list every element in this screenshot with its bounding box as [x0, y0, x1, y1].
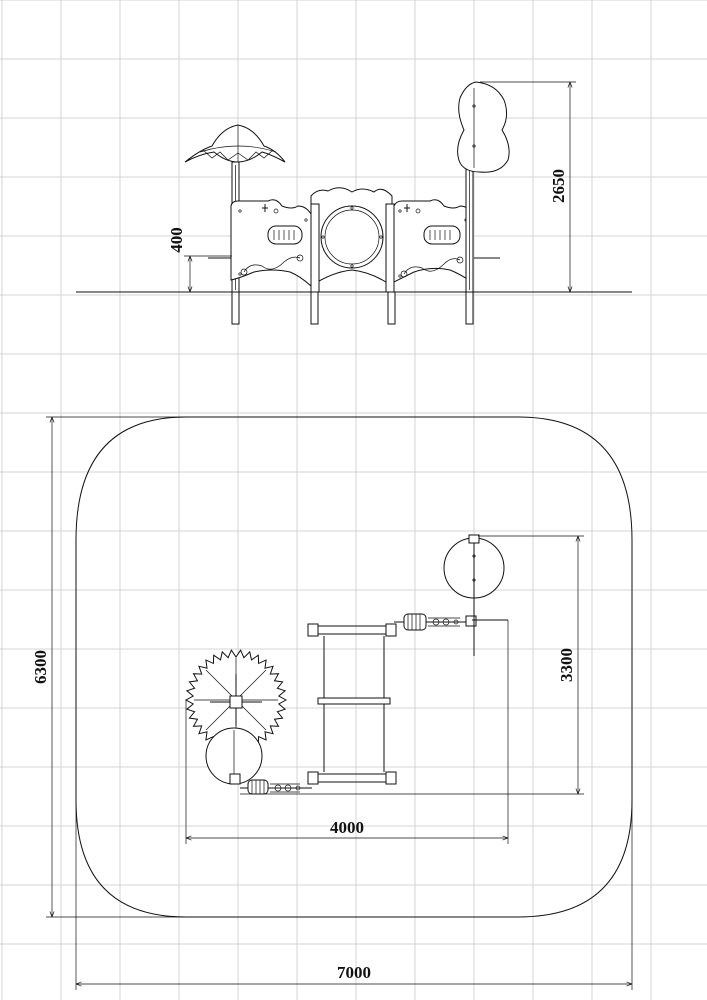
center-tunnel-panel: [310, 187, 395, 293]
dimension-zone-width: 7000: [75, 800, 633, 990]
front-elevation-view: 400 2650: [76, 81, 632, 325]
dimension-label-7000: 7000: [337, 963, 371, 982]
left-canopy-roof: [184, 124, 286, 163]
plan-post-left: [229, 773, 241, 785]
dimension-platform-height: 400: [167, 227, 232, 292]
dimension-label-4000: 4000: [330, 818, 364, 837]
dimension-total-height: 2650: [480, 81, 576, 292]
dimension-equipment-depth: 3300: [240, 535, 584, 795]
dimension-zone-depth: 6300: [31, 416, 186, 918]
left-post-leg: [231, 291, 240, 325]
plan-post-right: [465, 615, 477, 627]
center-right-leg: [387, 291, 396, 325]
right-wall-panel: [393, 199, 473, 283]
safety-zone-outline: [75, 416, 633, 918]
right-tree-top: [457, 81, 510, 173]
right-post-leg: [465, 291, 474, 325]
plan-view: 3300 4000 6300 7000: [31, 416, 633, 990]
plan-tree-disc: [443, 534, 505, 610]
plan-lower-panel: [240, 779, 312, 795]
plan-upper-panel: [394, 613, 472, 631]
plan-serrated-canopy: [184, 649, 288, 751]
dimension-label-2650: 2650: [549, 169, 568, 203]
dimension-label-6300: 6300: [31, 650, 50, 684]
dimension-label-400: 400: [167, 227, 186, 253]
left-wall-panel: [230, 199, 312, 288]
plan-tunnel: [307, 623, 397, 785]
dimension-label-3300: 3300: [557, 648, 576, 682]
dimension-equipment-width: 4000: [185, 620, 509, 844]
center-left-leg: [310, 291, 319, 325]
